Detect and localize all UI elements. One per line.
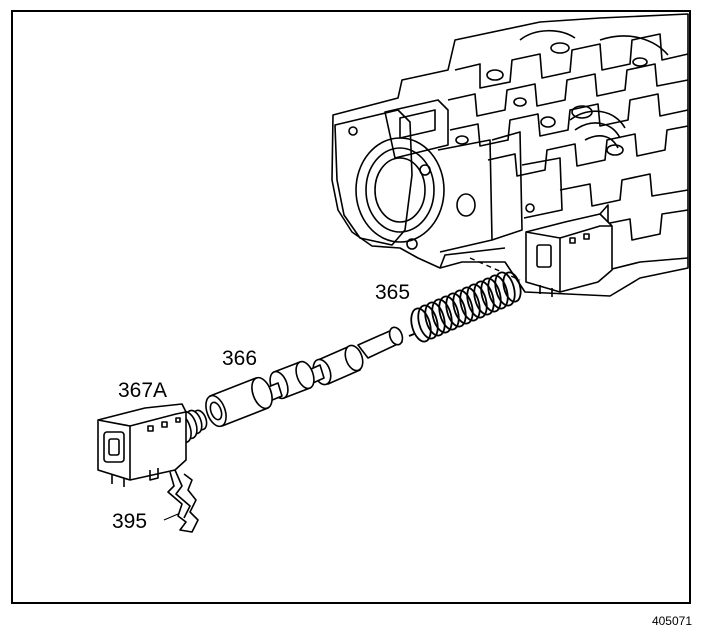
installed-solenoid: [525, 204, 613, 297]
valve-body: [331, 13, 689, 297]
spring-365: [408, 271, 522, 343]
valve-366: [205, 326, 404, 428]
solenoid-367a: [97, 403, 208, 487]
clip-leader-line: [163, 513, 179, 521]
clip-395: [167, 469, 199, 533]
callout-valve-366: 366: [222, 347, 258, 370]
callout-spring-365: 365: [375, 281, 411, 304]
callout-clip-395: 395: [112, 510, 148, 533]
diagram-frame: [11, 10, 691, 604]
figure-number: 405071: [651, 614, 692, 628]
callout-solenoid-367a: 367A: [118, 379, 168, 402]
alignment-line: [469, 257, 521, 281]
